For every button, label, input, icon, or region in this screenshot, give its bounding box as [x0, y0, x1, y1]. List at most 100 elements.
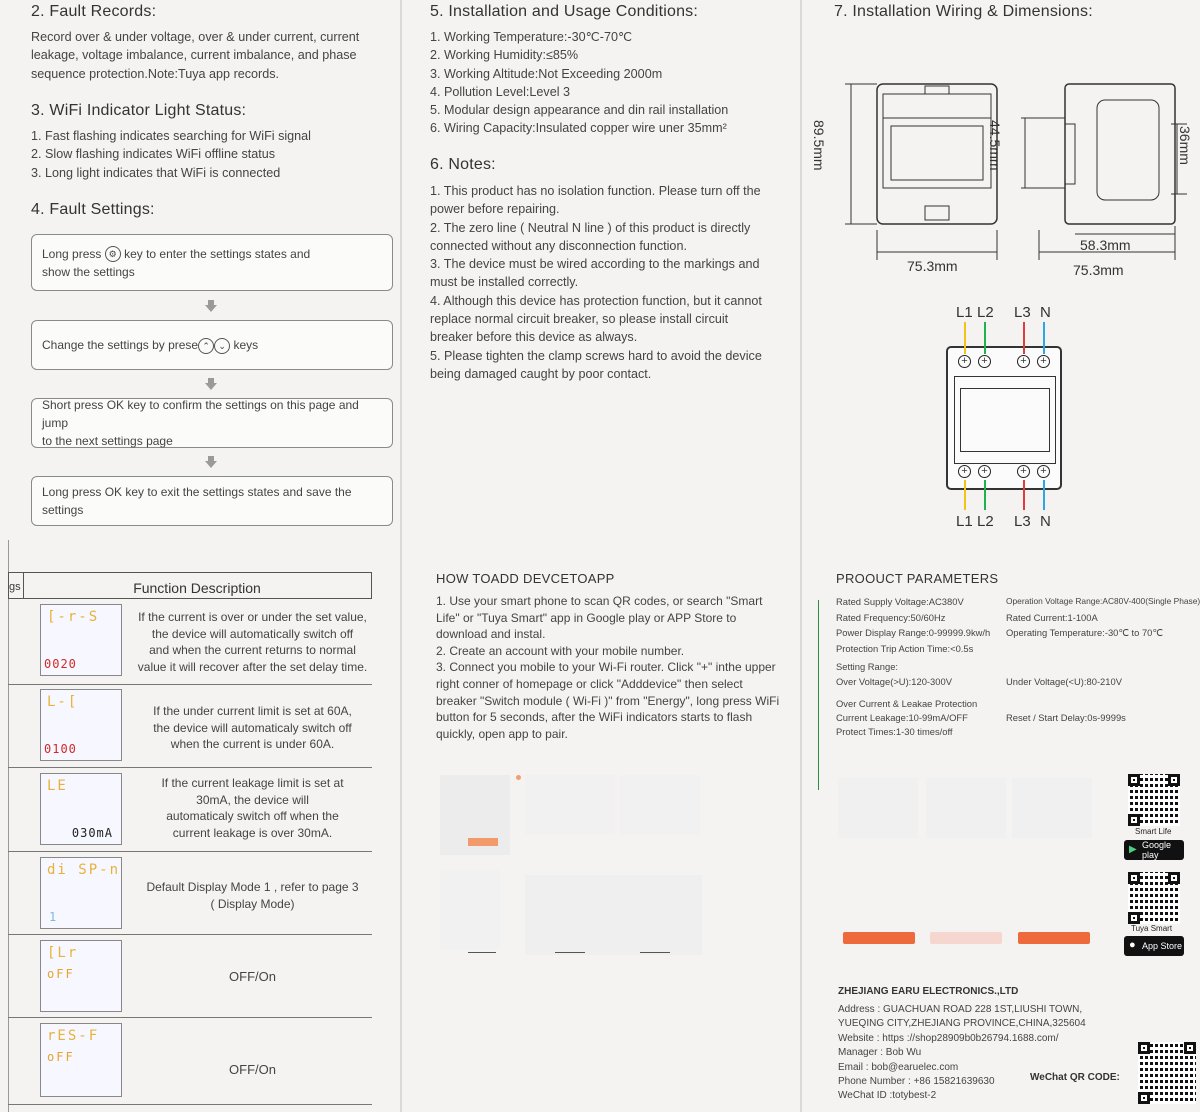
dim-width-front-label: 75.3mm	[907, 258, 958, 274]
notes-list: 1. This product has no isolation functio…	[430, 184, 762, 381]
table-row-desc-4: Default Display Mode 1 , refer to page 3…	[146, 880, 359, 911]
under-voltage: Under Voltage(<U):80-210V	[1006, 676, 1122, 687]
smart-life-qr-code	[1128, 774, 1180, 826]
wire-l3-top	[1023, 322, 1025, 354]
wire-l2-bottom	[984, 480, 986, 510]
app-screenshot	[525, 775, 615, 835]
company-contact: Address : GUACHUAN ROAD 228 1ST,LIUSHI T…	[838, 1004, 1086, 1102]
apple-icon: ●	[1129, 939, 1136, 951]
app-screenshot	[1012, 778, 1092, 838]
table-row-desc-1: If the current is over or under the set …	[137, 610, 368, 674]
fault-settings-title: 4. Fault Settings:	[31, 201, 155, 218]
tuya-smart-label: Tuya Smart	[1131, 924, 1173, 933]
fold-line-right	[800, 0, 802, 1112]
setting-range-label: Setting Range:	[836, 661, 899, 672]
params-right: Operation Voltage Range:AC80V-400(Single…	[1006, 596, 1200, 638]
app-button	[843, 932, 915, 944]
terminal-icon: +	[1017, 355, 1030, 368]
protect-times: Protect Times:1-30 times/off	[836, 726, 953, 737]
terminal-icon: +	[958, 355, 971, 368]
app-screenshot	[612, 875, 702, 955]
settings-step-2: Change the settings by prese⌃⌄ keys	[31, 320, 393, 370]
wire-label-l3-top: L3	[1014, 304, 1031, 321]
app-screenshot	[838, 778, 918, 838]
lcd-display-2: L-[ 0100	[40, 689, 122, 761]
table-row-desc-6: OFF/On	[229, 1062, 276, 1077]
wire-label-n-bottom: N	[1040, 513, 1051, 530]
wechat-qr-code	[1138, 1042, 1196, 1104]
margin-rule	[8, 540, 9, 1112]
wifi-status-list: 1. Fast flashing indicates searching for…	[31, 129, 311, 180]
installation-title: 5. Installation and Usage Conditions:	[430, 3, 699, 20]
dim-side-label: 36mm	[1177, 126, 1193, 165]
app-screenshot	[620, 775, 700, 835]
settings-step-4: Long press OK key to exit the settings s…	[31, 476, 393, 526]
wire-label-l1-top: L1	[956, 304, 973, 321]
app-button	[1018, 932, 1090, 944]
table-row-desc-5: OFF/On	[229, 969, 276, 984]
margin-rule-right	[818, 600, 819, 790]
wifi-status-title: 3. WiFi Indicator Light Status:	[31, 102, 247, 119]
dim-width-side-label: 75.3mm	[1073, 262, 1124, 278]
notes-title: 6. Notes:	[430, 156, 496, 173]
table-header: gs Function Description	[8, 572, 372, 599]
lcd-display-1: [-r-S 0020	[40, 604, 122, 676]
settings-step-1: Long press ⚙ key to enter the settings s…	[31, 234, 393, 291]
installation-list: 1. Working Temperature:-30℃-70℃ 2. Worki…	[430, 30, 729, 136]
dim-depth-label: 58.3mm	[1080, 237, 1131, 253]
lcd-display-4: di SP-n 1	[40, 857, 122, 929]
wire-label-l1-bottom: L1	[956, 513, 973, 530]
app-button	[468, 838, 498, 846]
howto-steps: 1. Use your smart phone to scan QR codes…	[436, 594, 780, 741]
chevron-down-icon: ⌄	[214, 337, 231, 354]
wire-l3-bottom	[1023, 480, 1025, 510]
play-icon: ▶	[1129, 844, 1137, 855]
over-voltage: Over Voltage(>U):120-300V	[836, 676, 952, 687]
howto-title: HOW TOADD DEVCETOAPP	[436, 571, 615, 586]
wechat-qr-label: WeChat QR CODE:	[1030, 1072, 1120, 1083]
app-screenshot	[440, 870, 500, 950]
app-screenshot	[525, 875, 615, 955]
app-dot	[516, 775, 521, 780]
lcd-display-5: [Lr oFF	[40, 940, 122, 1012]
table-row-desc-3: If the current leakage limit is set at 3…	[161, 776, 344, 840]
chevron-up-icon: ⌃	[198, 337, 215, 354]
params-title: PROOUCT PARAMETERS	[836, 571, 999, 586]
app-button	[930, 932, 1002, 944]
wire-l1-bottom	[964, 480, 966, 510]
dim-height-label: 89.5mm	[811, 120, 827, 171]
current-leakage: Current Leakage:10-99mA/OFF	[836, 712, 968, 723]
wire-label-l2-bottom: L2	[977, 513, 994, 530]
down-arrow-icon	[205, 378, 217, 390]
down-arrow-icon	[205, 456, 217, 468]
fault-records-text: Record over & under voltage, over & unde…	[31, 30, 360, 81]
terminal-icon: +	[958, 465, 971, 478]
terminal-icon: +	[978, 465, 991, 478]
reset-delay: Reset / Start Delay:0s-9999s	[1006, 712, 1126, 723]
app-store-badge[interactable]: ● App Store	[1124, 936, 1184, 956]
dim-inner-label: 44.5mm	[987, 120, 1003, 171]
wiring-title: 7. Installation Wiring & Dimensions:	[834, 3, 1093, 20]
google-play-badge[interactable]: ▶ Google play	[1124, 840, 1184, 860]
smart-life-label: Smart Life	[1135, 827, 1172, 836]
wire-n-bottom	[1043, 480, 1045, 510]
lcd-display-3: LE 030mA	[40, 773, 122, 845]
wire-n-top	[1043, 322, 1045, 354]
params-left: Rated Supply Voltage:AC380V Rated Freque…	[836, 596, 991, 654]
app-screenshot	[926, 778, 1006, 838]
lcd-display-6: rES-F oFF	[40, 1023, 122, 1097]
wire-l2-top	[984, 322, 986, 354]
dimension-drawing	[845, 83, 1187, 260]
wire-label-l2-top: L2	[977, 304, 994, 321]
fold-line-left	[400, 0, 402, 1112]
terminal-icon: +	[1017, 465, 1030, 478]
gear-icon: ⚙	[104, 246, 121, 263]
table-row-desc-2: If the under current limit is set at 60A…	[153, 704, 352, 752]
company-name: ZHEJIANG EARU ELECTRONICS.,LTD	[838, 986, 1019, 997]
tuya-smart-qr-code	[1128, 872, 1180, 924]
wire-l1-top	[964, 322, 966, 354]
down-arrow-icon	[205, 300, 217, 312]
overcurrent-title: Over Current & Leakae Protection	[836, 698, 978, 709]
settings-step-3: Short press OK key to confirm the settin…	[31, 398, 393, 448]
terminal-icon: +	[978, 355, 991, 368]
